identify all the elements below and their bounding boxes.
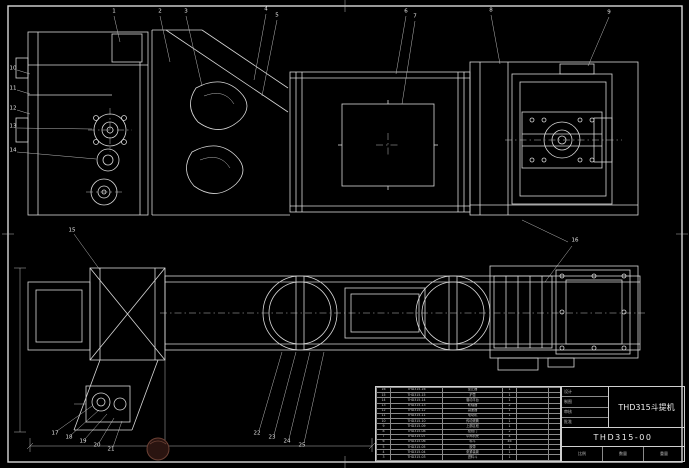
title-block-cell-label: 比例: [578, 451, 586, 456]
bom-cell-name: 下部区段: [442, 459, 503, 461]
bom-cell-material: [516, 459, 549, 461]
bom-cell-code: THD315-02: [390, 459, 443, 461]
plan-view-drive-section: [489, 265, 639, 371]
title-block-cell: 重量: [644, 447, 684, 461]
signature-row: 制图: [562, 397, 608, 408]
bom-cell-qty: 1: [502, 459, 517, 461]
signature-row: 审核: [562, 408, 608, 418]
ink-stamp: [146, 437, 170, 461]
drawing-title: THD315斗提机: [618, 402, 675, 412]
dimension-lines: [14, 267, 376, 452]
signature-label: 设计: [564, 388, 572, 394]
signature-row: 设计: [562, 387, 608, 398]
title-block-cell: 比例: [562, 447, 603, 461]
title-block-cell: 数量: [603, 447, 644, 461]
front-view-middle-casing: [289, 71, 471, 213]
front-view-head-section: [15, 31, 149, 216]
front-view-drive-section: [469, 61, 639, 216]
plan-view: [14, 265, 645, 452]
signature-label: 批准: [564, 419, 572, 425]
bom-cell-remark: [548, 459, 560, 461]
title-block-cell-label: 重量: [660, 451, 668, 456]
front-view-bucket-section: [151, 29, 290, 216]
front-view: [15, 29, 639, 216]
bom-row: 6 THD315-06 料斗 46: [376, 438, 560, 446]
drawing-number: THD315-00: [562, 428, 684, 447]
plan-view-casing-tube: [160, 275, 645, 351]
title-block-bottom-row: 比例 数量 重量: [562, 447, 684, 461]
signature-label: 制图: [564, 398, 572, 404]
title-block: 设计 制图 审核 批准 THD315斗提机 THD315-00: [561, 386, 685, 462]
title-block-cell-label: 数量: [619, 451, 627, 456]
bom-cell-index: 2: [376, 459, 391, 461]
plan-view-boot-section: [27, 267, 166, 361]
callout-leader-lines: [16, 13, 610, 448]
plan-view-hopper-motor: [73, 359, 159, 431]
signature-label: 审核: [564, 409, 572, 415]
bom-row: 2 THD315-02 下部区段 1: [376, 459, 560, 461]
signature-row: 批准: [562, 418, 608, 427]
signature-rows: 设计 制图 审核 批准: [562, 387, 609, 427]
bom-table: 16 THD315-16 逆止器 1 15 THD315-15 护罩 1: [375, 386, 561, 462]
